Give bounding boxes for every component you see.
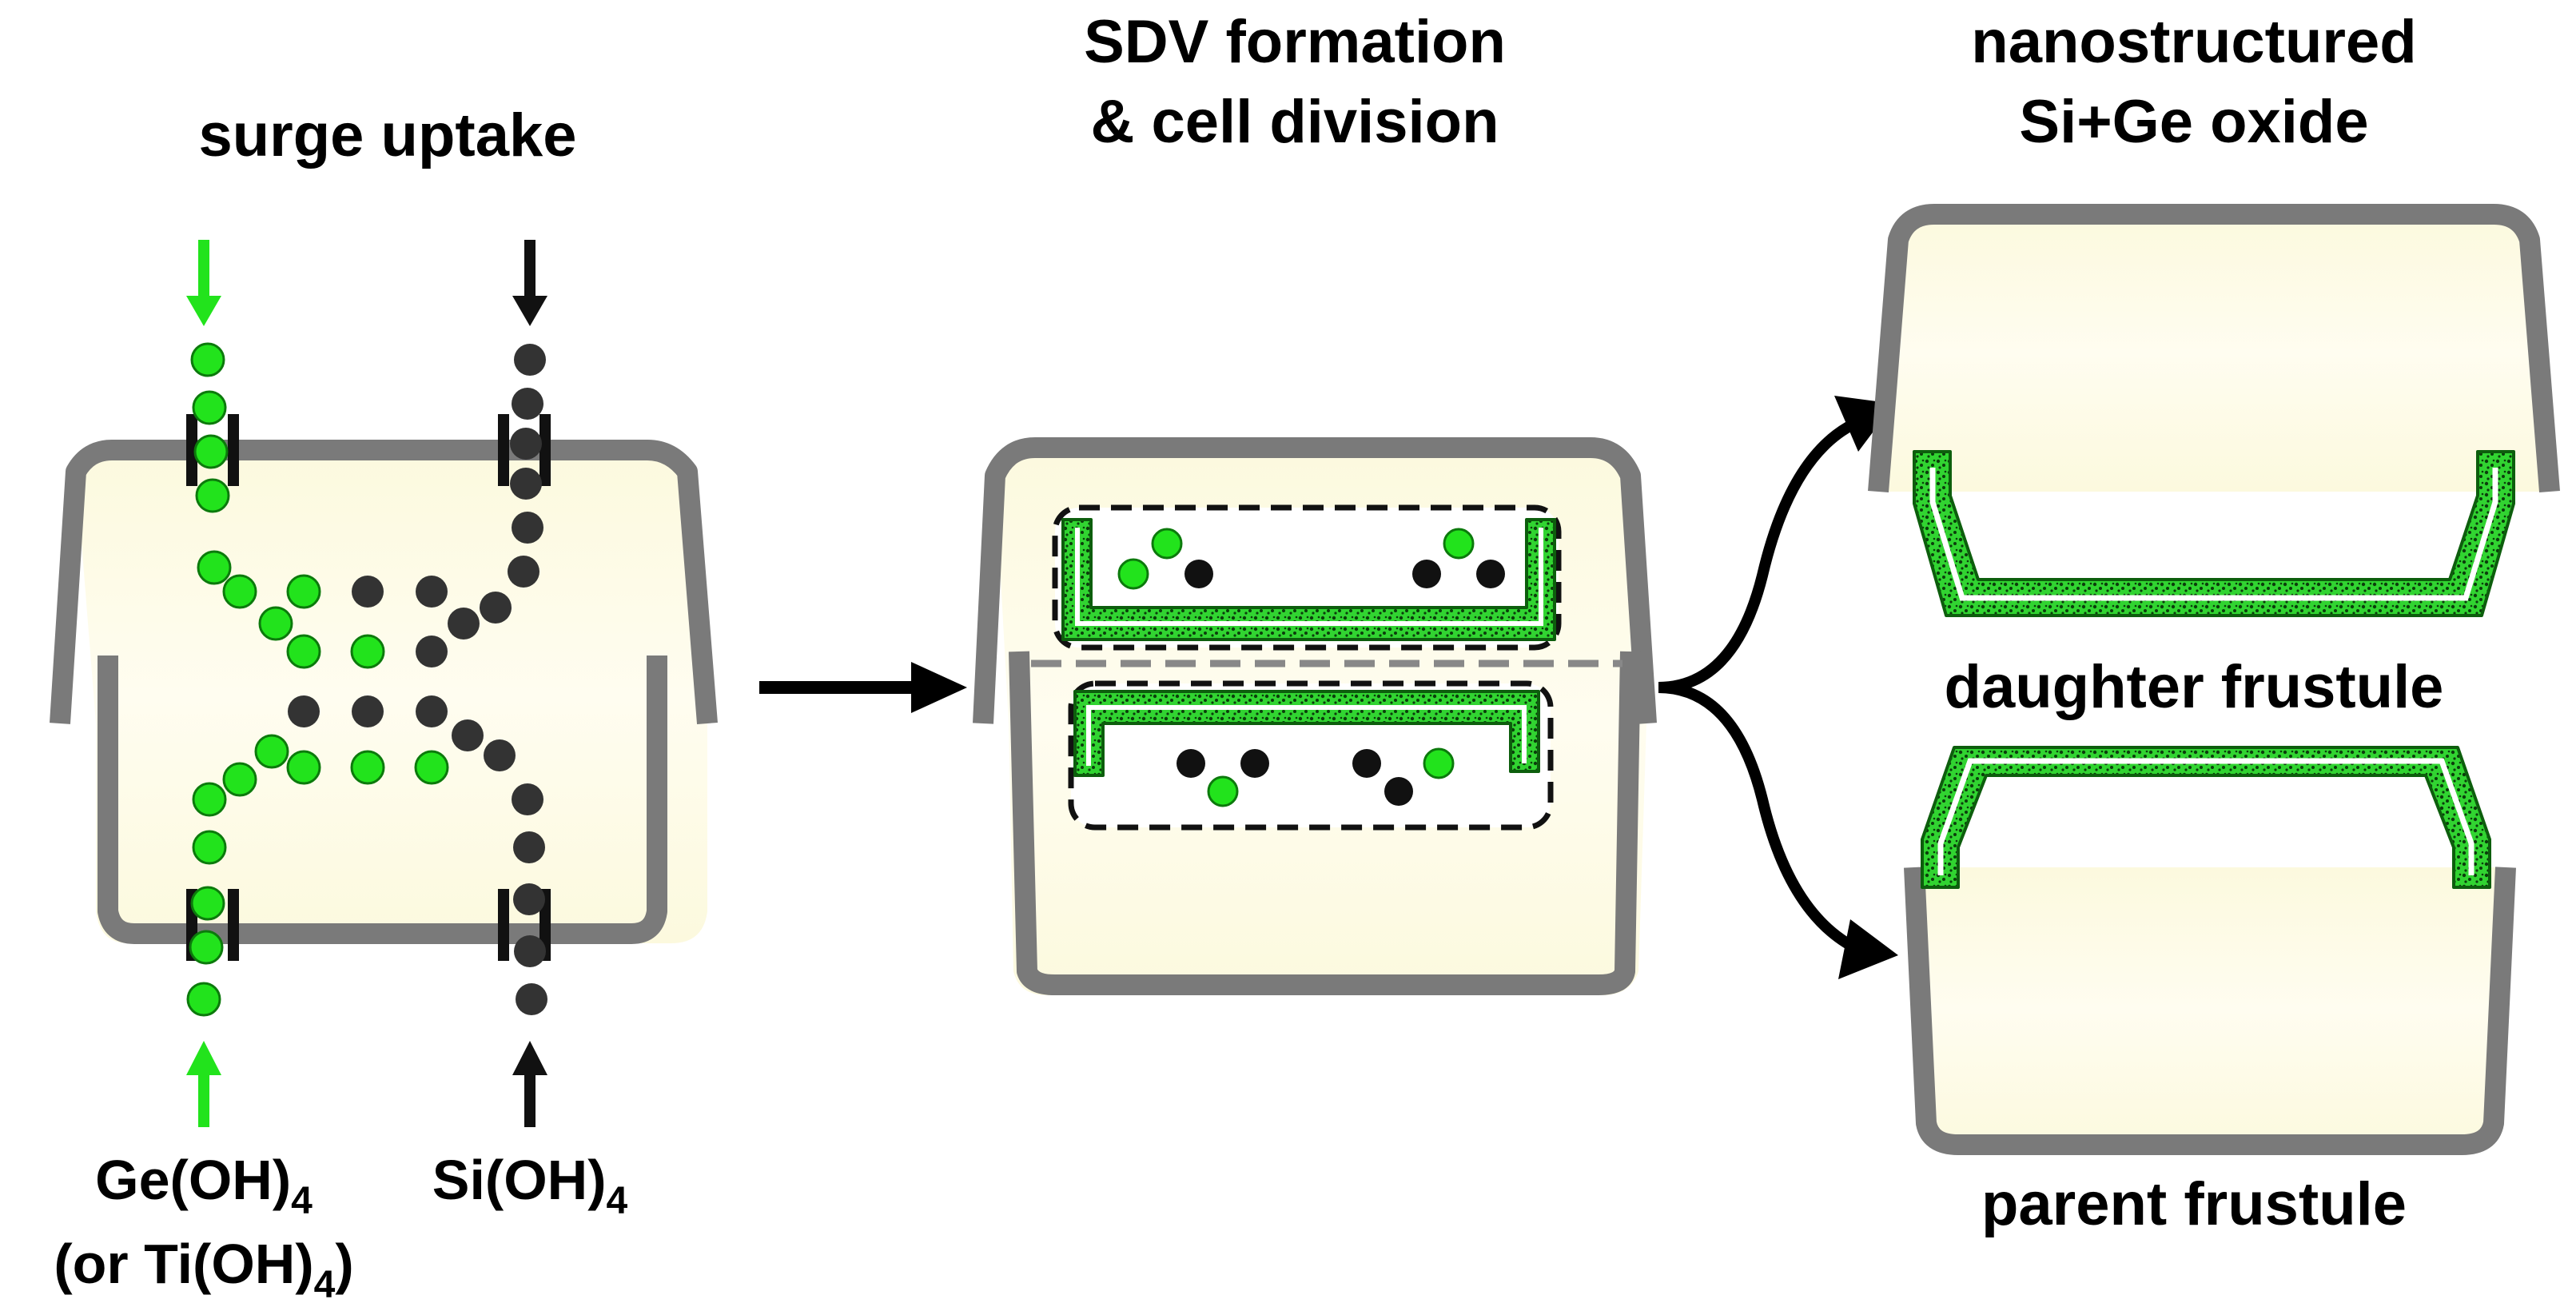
- silica-deposit-upper: [1061, 518, 1556, 641]
- uptake-cytoplasm: [76, 450, 707, 943]
- sdv-title-line2: & cell division: [1090, 88, 1499, 156]
- daughter-cytoplasm: [1878, 214, 2550, 492]
- sdv-hypotheca: [1009, 651, 1641, 995]
- oxide-title-line2: Si+Ge oxide: [2019, 88, 2368, 156]
- arrow-icon: [186, 240, 547, 1127]
- daughter-silica-line: [1929, 468, 2498, 601]
- sdv-cell: [973, 437, 1657, 995]
- si-molecules: [1177, 560, 1505, 806]
- arrow-icon: [1838, 919, 1898, 979]
- daughter-epitheca: [1868, 204, 2560, 493]
- sdv-epitheca: [973, 437, 1657, 724]
- uptake-title: surge uptake: [198, 102, 576, 169]
- parent-frustule: [1904, 746, 2516, 1155]
- ti-label: (or Ti(OH)4): [54, 1233, 353, 1306]
- parent-hypotheca: [1904, 867, 2516, 1155]
- daughter-frustule-label: daughter frustule: [1945, 653, 2444, 721]
- arrow-icon: [759, 662, 967, 713]
- si-molecules: [288, 344, 547, 1015]
- silica-deposit-lower: [1073, 690, 1540, 777]
- silica-deposit-upper-line: [1075, 528, 1543, 626]
- ge-molecules: [1117, 528, 1475, 807]
- sdv-title-line1: SDV formation: [1084, 8, 1506, 76]
- uptake-epitheca: [50, 440, 718, 725]
- si-label: Si(OH)4: [432, 1149, 628, 1222]
- oxide-title-line1: nanostructured: [1971, 8, 2416, 76]
- uptake-hypotheca: [98, 656, 667, 944]
- parent-silica-line: [1937, 758, 2474, 875]
- uptake-cell: [50, 440, 718, 944]
- ge-molecules: [186, 342, 449, 1017]
- silica-deposit-lower-line: [1086, 705, 1527, 766]
- parent-frustule-label: parent frustule: [1981, 1170, 2407, 1238]
- parent-cytoplasm: [1914, 867, 2506, 1151]
- parent-silica-deposit: [1921, 746, 2491, 889]
- daughter-frustule: [1868, 204, 2560, 617]
- ge-label: Ge(OH)4: [95, 1149, 313, 1222]
- arrow-icon: [1658, 418, 1865, 957]
